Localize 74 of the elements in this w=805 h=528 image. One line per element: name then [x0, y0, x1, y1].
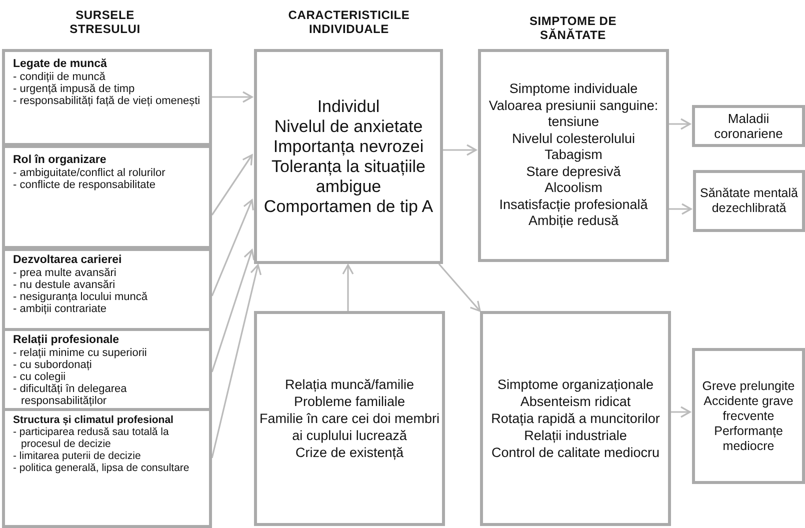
arrow	[671, 406, 691, 418]
box-text: Ambiție redusă	[527, 213, 620, 230]
box-heading: Structura și climatul profesional	[13, 414, 174, 426]
box-text: Rotația rapidă a muncitorilor	[490, 410, 661, 427]
list-item: - condiții de muncă	[13, 71, 106, 83]
box-text: Importanța nevrozei	[272, 136, 425, 156]
list-item: - responsabilități față de vieți omenești	[13, 95, 202, 107]
column-heading: SIMPTOME DE SĂNĂTATE	[528, 14, 618, 42]
list-item: - dificultăți în delegarea responsabilităților	[13, 383, 128, 407]
list-item: - prea multe avansări	[13, 267, 118, 279]
arrow	[211, 199, 254, 296]
process-box	[2, 408, 212, 528]
list-item: - ambiguitate/conflict al rolurilor	[13, 167, 166, 179]
box-text: Accidente grave frecvente	[702, 394, 794, 424]
box-text: Simptome individuale	[508, 81, 639, 98]
process-box	[2, 49, 212, 146]
arrow	[211, 249, 255, 372]
list-item: - limitarea puterii de decizie	[13, 450, 142, 462]
arrow	[443, 144, 477, 156]
box-text: Tabagism	[544, 147, 604, 164]
list-item: - politica generală, lipsa de consultare	[13, 462, 190, 474]
list-item: - conflicte de responsabilitate	[13, 179, 156, 191]
box-text: Simptome organizaționale	[496, 376, 655, 393]
box-text: Stare depresivă	[525, 164, 622, 180]
list-item: - cu subordonați	[13, 359, 93, 371]
process-box	[480, 311, 671, 526]
box-text: Insatisfacție profesională	[498, 196, 649, 214]
arrow	[669, 118, 691, 130]
process-box	[2, 145, 212, 249]
arrow	[212, 91, 253, 103]
process-box	[692, 348, 805, 484]
list-item: - cu colegii	[13, 371, 67, 383]
box-heading: Legate de muncă	[13, 58, 108, 71]
box-text: Nivelul colesterolului	[510, 130, 636, 148]
list-item: - nesiguranța locului muncă	[13, 291, 149, 303]
box-text: Probleme familiale	[292, 393, 406, 410]
arrow	[438, 263, 481, 312]
box-text: Absenteism ridicat	[519, 393, 632, 410]
list-item: - nu destule avansări	[13, 279, 116, 291]
list-item: - urgență impusă de timp	[13, 83, 136, 95]
column-heading: SURSELE STRESULUI	[68, 8, 142, 36]
box-text: Greve prelungite	[701, 378, 796, 394]
box-text: Performanțe mediocre	[713, 424, 784, 454]
process-box	[254, 311, 445, 526]
arrow	[211, 264, 262, 458]
process-box	[2, 328, 212, 411]
box-heading: Rol în organizare	[13, 154, 108, 167]
process-box	[692, 105, 805, 147]
column-heading: CARACTERISTICILE INDIVIDUALE	[287, 8, 411, 36]
box-text: Crize de existență	[294, 444, 405, 461]
list-item: - relații minime cu superiorii	[13, 347, 148, 359]
box-text: Alcoolism	[544, 180, 604, 197]
box-text: Valoarea presiunii sanguine: tensiune	[488, 98, 660, 131]
arrow	[342, 264, 354, 311]
arrow	[211, 154, 253, 216]
box-text: Toleranța la situațiile ambigue	[270, 156, 427, 196]
list-item: - participarea redusă sau totală la procesul de decizie	[13, 426, 170, 450]
process-box	[478, 49, 669, 262]
box-heading: Relații profesionale	[13, 334, 120, 347]
box-heading: Dezvoltarea carierei	[13, 254, 123, 267]
box-text: Comportamen de tip A	[262, 196, 434, 216]
box-text: Familie în care cei doi membri ai cuplului lucrează	[258, 410, 441, 444]
process-box	[2, 248, 212, 331]
box-text: Relații industriale	[523, 427, 628, 444]
box-text: Sănătate mentală dezechlibrată	[699, 186, 799, 216]
process-box	[254, 49, 443, 264]
box-text: Control de calitate mediocru	[490, 444, 661, 461]
box-text: Nivelul de anxietate	[273, 116, 424, 136]
process-box	[693, 170, 805, 232]
box-text: Individul	[316, 96, 381, 116]
box-text: Relația muncă/familie	[284, 376, 416, 393]
list-item: - ambiții contrariate	[13, 303, 108, 315]
box-text: Maladii coronariene	[713, 111, 784, 141]
arrow	[669, 203, 692, 215]
